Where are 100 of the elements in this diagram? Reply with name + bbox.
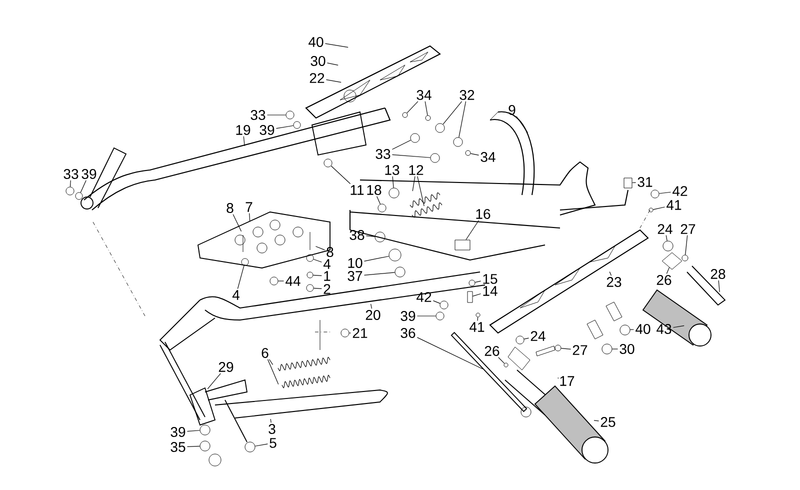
callout-number: 5 — [270, 438, 276, 448]
callout-number: 16 — [476, 209, 490, 219]
leader-line — [324, 43, 348, 48]
nut-circle — [75, 192, 83, 200]
nut-circle — [286, 110, 294, 120]
leader-line — [392, 176, 394, 188]
callout-number: 15 — [483, 274, 498, 284]
callout-number: 42 — [672, 186, 688, 196]
leader-line — [276, 125, 294, 129]
leader-line — [470, 153, 480, 156]
leader-line — [243, 136, 245, 146]
leader-line — [406, 101, 418, 114]
leader-line — [516, 116, 528, 133]
leader-line — [466, 220, 480, 240]
leader-line — [366, 236, 376, 237]
leader-line — [458, 101, 466, 138]
leader-line — [370, 304, 372, 309]
leader-line — [364, 256, 390, 262]
nut-circle — [436, 312, 444, 320]
nut-circle — [378, 204, 386, 212]
leader-line — [424, 101, 428, 116]
leader-line — [474, 280, 482, 283]
leader-line — [498, 357, 505, 364]
callout-number: 39 — [170, 427, 186, 437]
leader-line — [232, 214, 242, 232]
leader-line — [326, 79, 342, 83]
callout-number: 35 — [170, 442, 186, 452]
callout-number: 2 — [324, 284, 330, 294]
nut-circle — [394, 266, 406, 278]
callout-number: 27 — [572, 345, 588, 355]
callout-number: 30 — [620, 344, 634, 354]
leader-line — [330, 166, 351, 184]
callout-number: 40 — [636, 324, 650, 334]
leader-line — [609, 271, 612, 276]
callout-number: 21 — [352, 328, 368, 338]
callout-number: 26 — [484, 346, 500, 356]
callout-number: 31 — [638, 177, 652, 187]
callout-number: 33 — [64, 169, 78, 179]
nut-circle — [244, 442, 256, 452]
callout-number: 29 — [218, 362, 234, 372]
leader-line — [266, 114, 286, 116]
nut-circle — [66, 186, 74, 196]
callout-number: 41 — [666, 200, 682, 210]
leader-line — [672, 325, 684, 328]
nut-circle — [410, 133, 420, 143]
nut-circle — [340, 328, 350, 338]
leader-line — [666, 235, 668, 242]
leader-line — [524, 338, 530, 340]
callout-number: 4 — [232, 290, 240, 300]
callout-number: 32 — [460, 90, 474, 100]
bolt-box — [454, 240, 470, 250]
nut-circle — [270, 276, 278, 286]
leader-line — [278, 280, 284, 282]
leader-line — [315, 246, 325, 250]
nut-circle — [516, 336, 524, 344]
callout-number: 14 — [483, 286, 498, 296]
leader-line — [326, 62, 338, 66]
callout-number: 28 — [710, 269, 726, 279]
nut-circle — [602, 344, 612, 354]
nut-circle — [374, 232, 386, 242]
callout-number: 43 — [656, 324, 672, 334]
nut-circle — [293, 121, 301, 129]
callout-number: 8 — [226, 203, 234, 213]
callout-number: 7 — [246, 202, 252, 212]
leader-line — [442, 101, 462, 125]
callout-number: 13 — [385, 165, 400, 175]
leader-line — [560, 348, 572, 350]
leader-line — [249, 212, 250, 222]
callout-number: 30 — [310, 56, 326, 66]
leader-line — [80, 180, 86, 193]
leader-line — [364, 272, 396, 276]
leader-line — [186, 446, 200, 447]
nut-circle — [650, 190, 660, 198]
leader-line — [268, 359, 274, 365]
callout-number: 40 — [308, 37, 324, 47]
callout-number: 4 — [323, 259, 330, 269]
leader-line — [70, 180, 71, 188]
leader-line — [666, 267, 670, 274]
callout-number: 3 — [268, 424, 276, 434]
leader-line — [270, 418, 272, 423]
leader-line — [685, 235, 688, 256]
callout-number: 36 — [400, 328, 416, 338]
leader-line — [718, 280, 720, 292]
nut-circle — [200, 424, 210, 436]
callout-number: 39 — [400, 311, 416, 321]
callout-number: 44 — [286, 276, 300, 286]
nut-circle — [306, 254, 314, 262]
leader-line — [313, 258, 322, 262]
callout-number: 39 — [260, 125, 274, 135]
callout-number: 26 — [656, 275, 672, 285]
leader-line — [594, 420, 600, 422]
callout-number: 41 — [470, 322, 484, 332]
leader-line — [630, 329, 634, 330]
leader-line — [412, 176, 416, 192]
leader-line — [392, 140, 412, 150]
leader-line — [417, 176, 424, 206]
callout-number: 22 — [310, 73, 324, 83]
leader-line — [207, 373, 221, 390]
nut-circle — [662, 240, 674, 252]
block-diamond — [662, 252, 682, 270]
